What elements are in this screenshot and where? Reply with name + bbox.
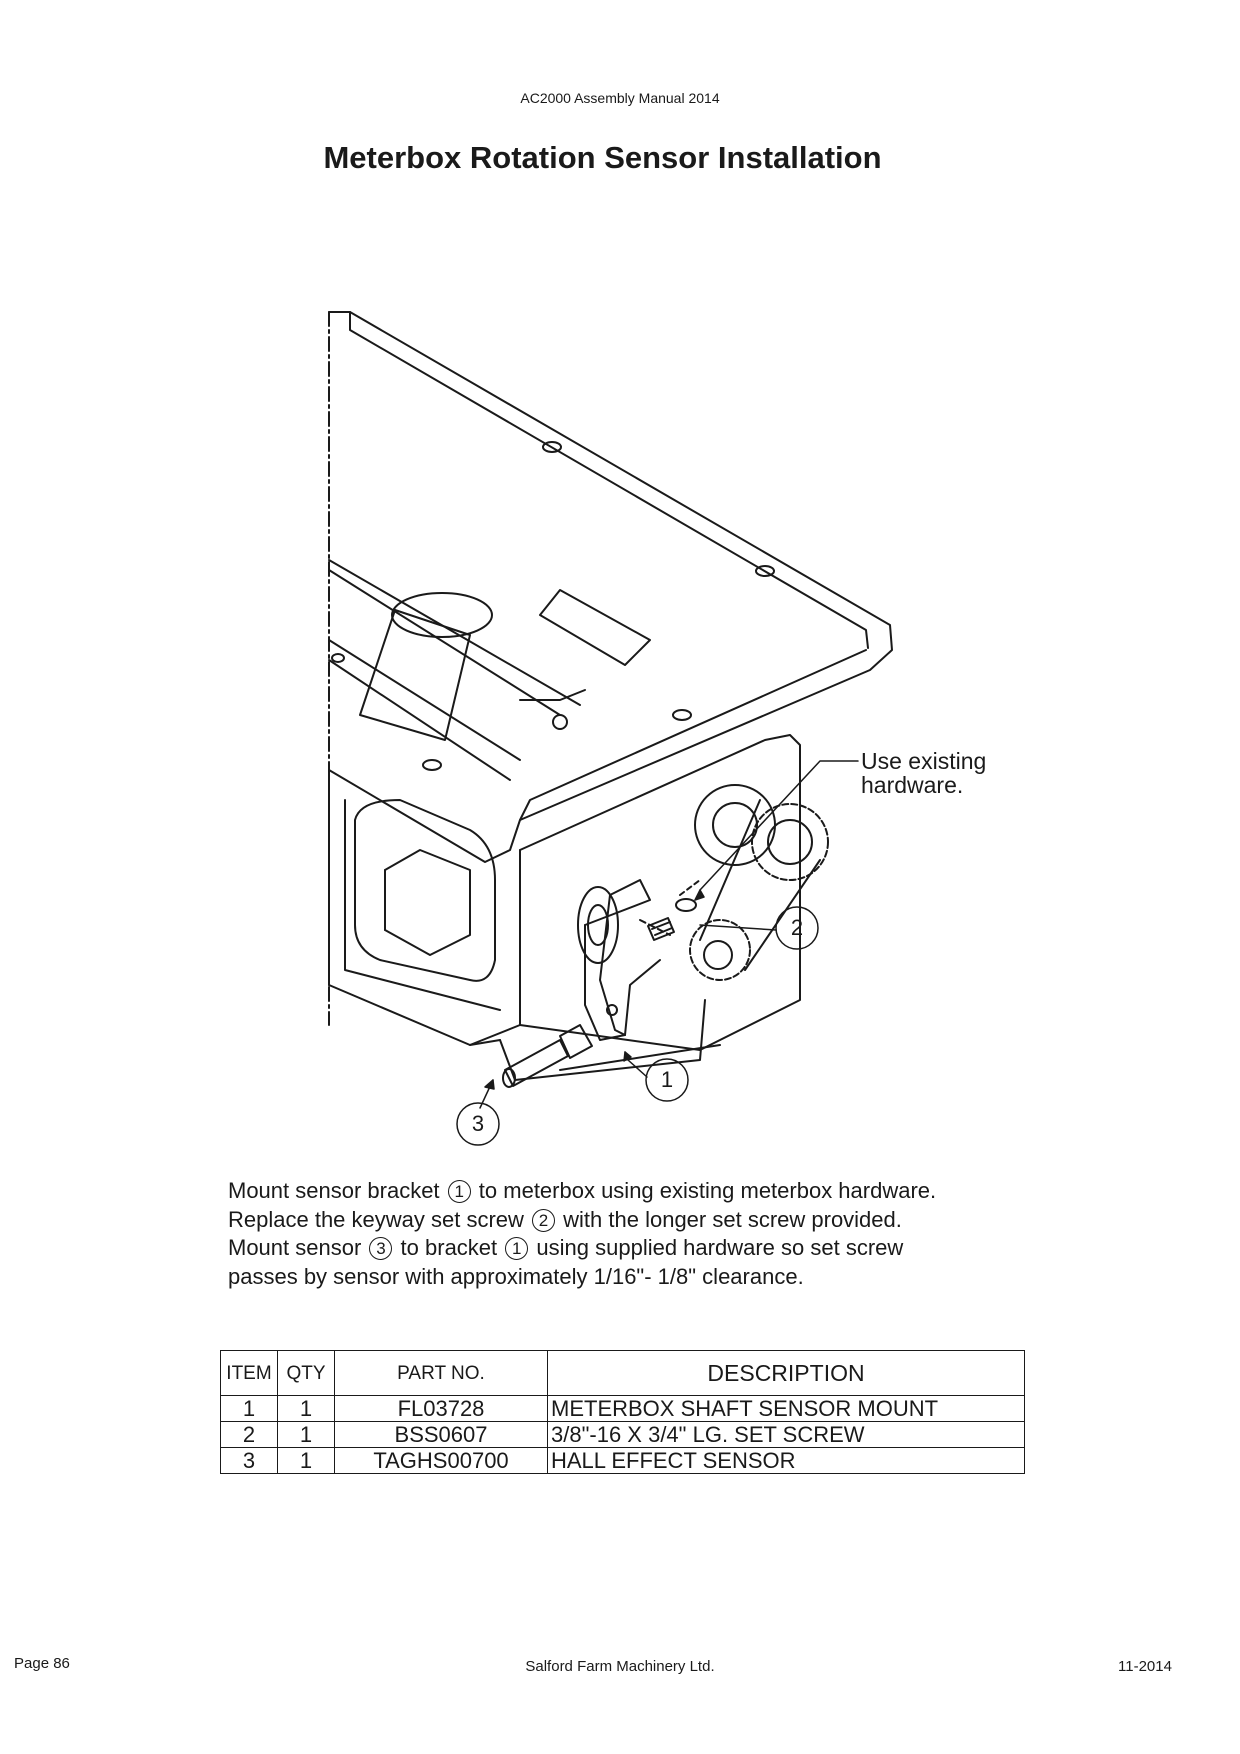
company-name: Salford Farm Machinery Ltd. — [525, 1658, 715, 1675]
item-ref-1: 1 — [505, 1237, 529, 1260]
drive-sprockets — [577, 784, 829, 981]
table-header-row: ITEM QTY PART NO. DESCRIPTION — [220, 1350, 1025, 1396]
callout-number-1: 1 — [660, 1067, 674, 1092]
meterbox-body — [328, 734, 801, 1081]
instruction-line: Mount sensor bracket 1 to meterbox using… — [228, 1178, 937, 1203]
callout-circles — [456, 906, 819, 1146]
page-number: Page 86 — [14, 1655, 70, 1672]
meterbox-assembly-drawing — [328, 311, 893, 1146]
revision-date: 11-2014 — [1118, 1658, 1172, 1675]
table-row: 3 1 TAGHS00700 HALL EFFECT SENSOR — [220, 1447, 1025, 1474]
callout-circle-3 — [456, 1102, 500, 1146]
instruction-line: passes by sensor with approximately 1/16… — [228, 1263, 804, 1289]
instruction-line: Mount sensor 3 to bracket 1 using suppli… — [228, 1235, 904, 1260]
hopper-frame — [328, 311, 893, 863]
item-ref-3: 3 — [369, 1237, 393, 1260]
page-title: Meterbox Rotation Sensor Installation — [323, 140, 882, 175]
frame-holes — [331, 441, 775, 771]
item-ref-2: 2 — [532, 1208, 556, 1232]
col-item: ITEM — [220, 1350, 278, 1396]
installation-instructions: Mount sensor bracket 1 to meterbox using… — [228, 1177, 936, 1291]
instruction-line: Replace the keyway set screw 2 with the … — [228, 1206, 902, 1232]
callout-leaders — [479, 760, 859, 1109]
col-description: DESCRIPTION — [547, 1350, 1025, 1396]
table-row: 1 1 FL03728 METERBOX SHAFT SENSOR MOUNT — [220, 1395, 1025, 1422]
callout-circle-1 — [645, 1058, 689, 1102]
set-screw — [647, 879, 701, 941]
col-part-no: PART NO. — [334, 1350, 548, 1396]
callout-circle-2 — [775, 906, 819, 950]
hardware-note-line2: hardware. — [861, 772, 964, 798]
sensor-bracket — [584, 879, 671, 1041]
manual-header: AC2000 Assembly Manual 2014 — [520, 90, 720, 106]
col-qty: QTY — [277, 1350, 335, 1396]
spout — [359, 589, 651, 741]
table-row: 2 1 BSS0607 3/8"-16 X 3/4" LG. SET SCREW — [220, 1421, 1025, 1448]
parts-table: ITEM QTY PART NO. DESCRIPTION 1 1 FL0372… — [220, 1350, 1025, 1474]
callout-number-2: 2 — [790, 915, 804, 940]
callout-number-3: 3 — [471, 1111, 485, 1136]
hardware-note: Use existing hardware. — [861, 749, 986, 797]
hardware-note-line1: Use existing — [861, 748, 987, 774]
hall-sensor — [502, 1024, 593, 1088]
item-ref-1: 1 — [447, 1180, 471, 1203]
